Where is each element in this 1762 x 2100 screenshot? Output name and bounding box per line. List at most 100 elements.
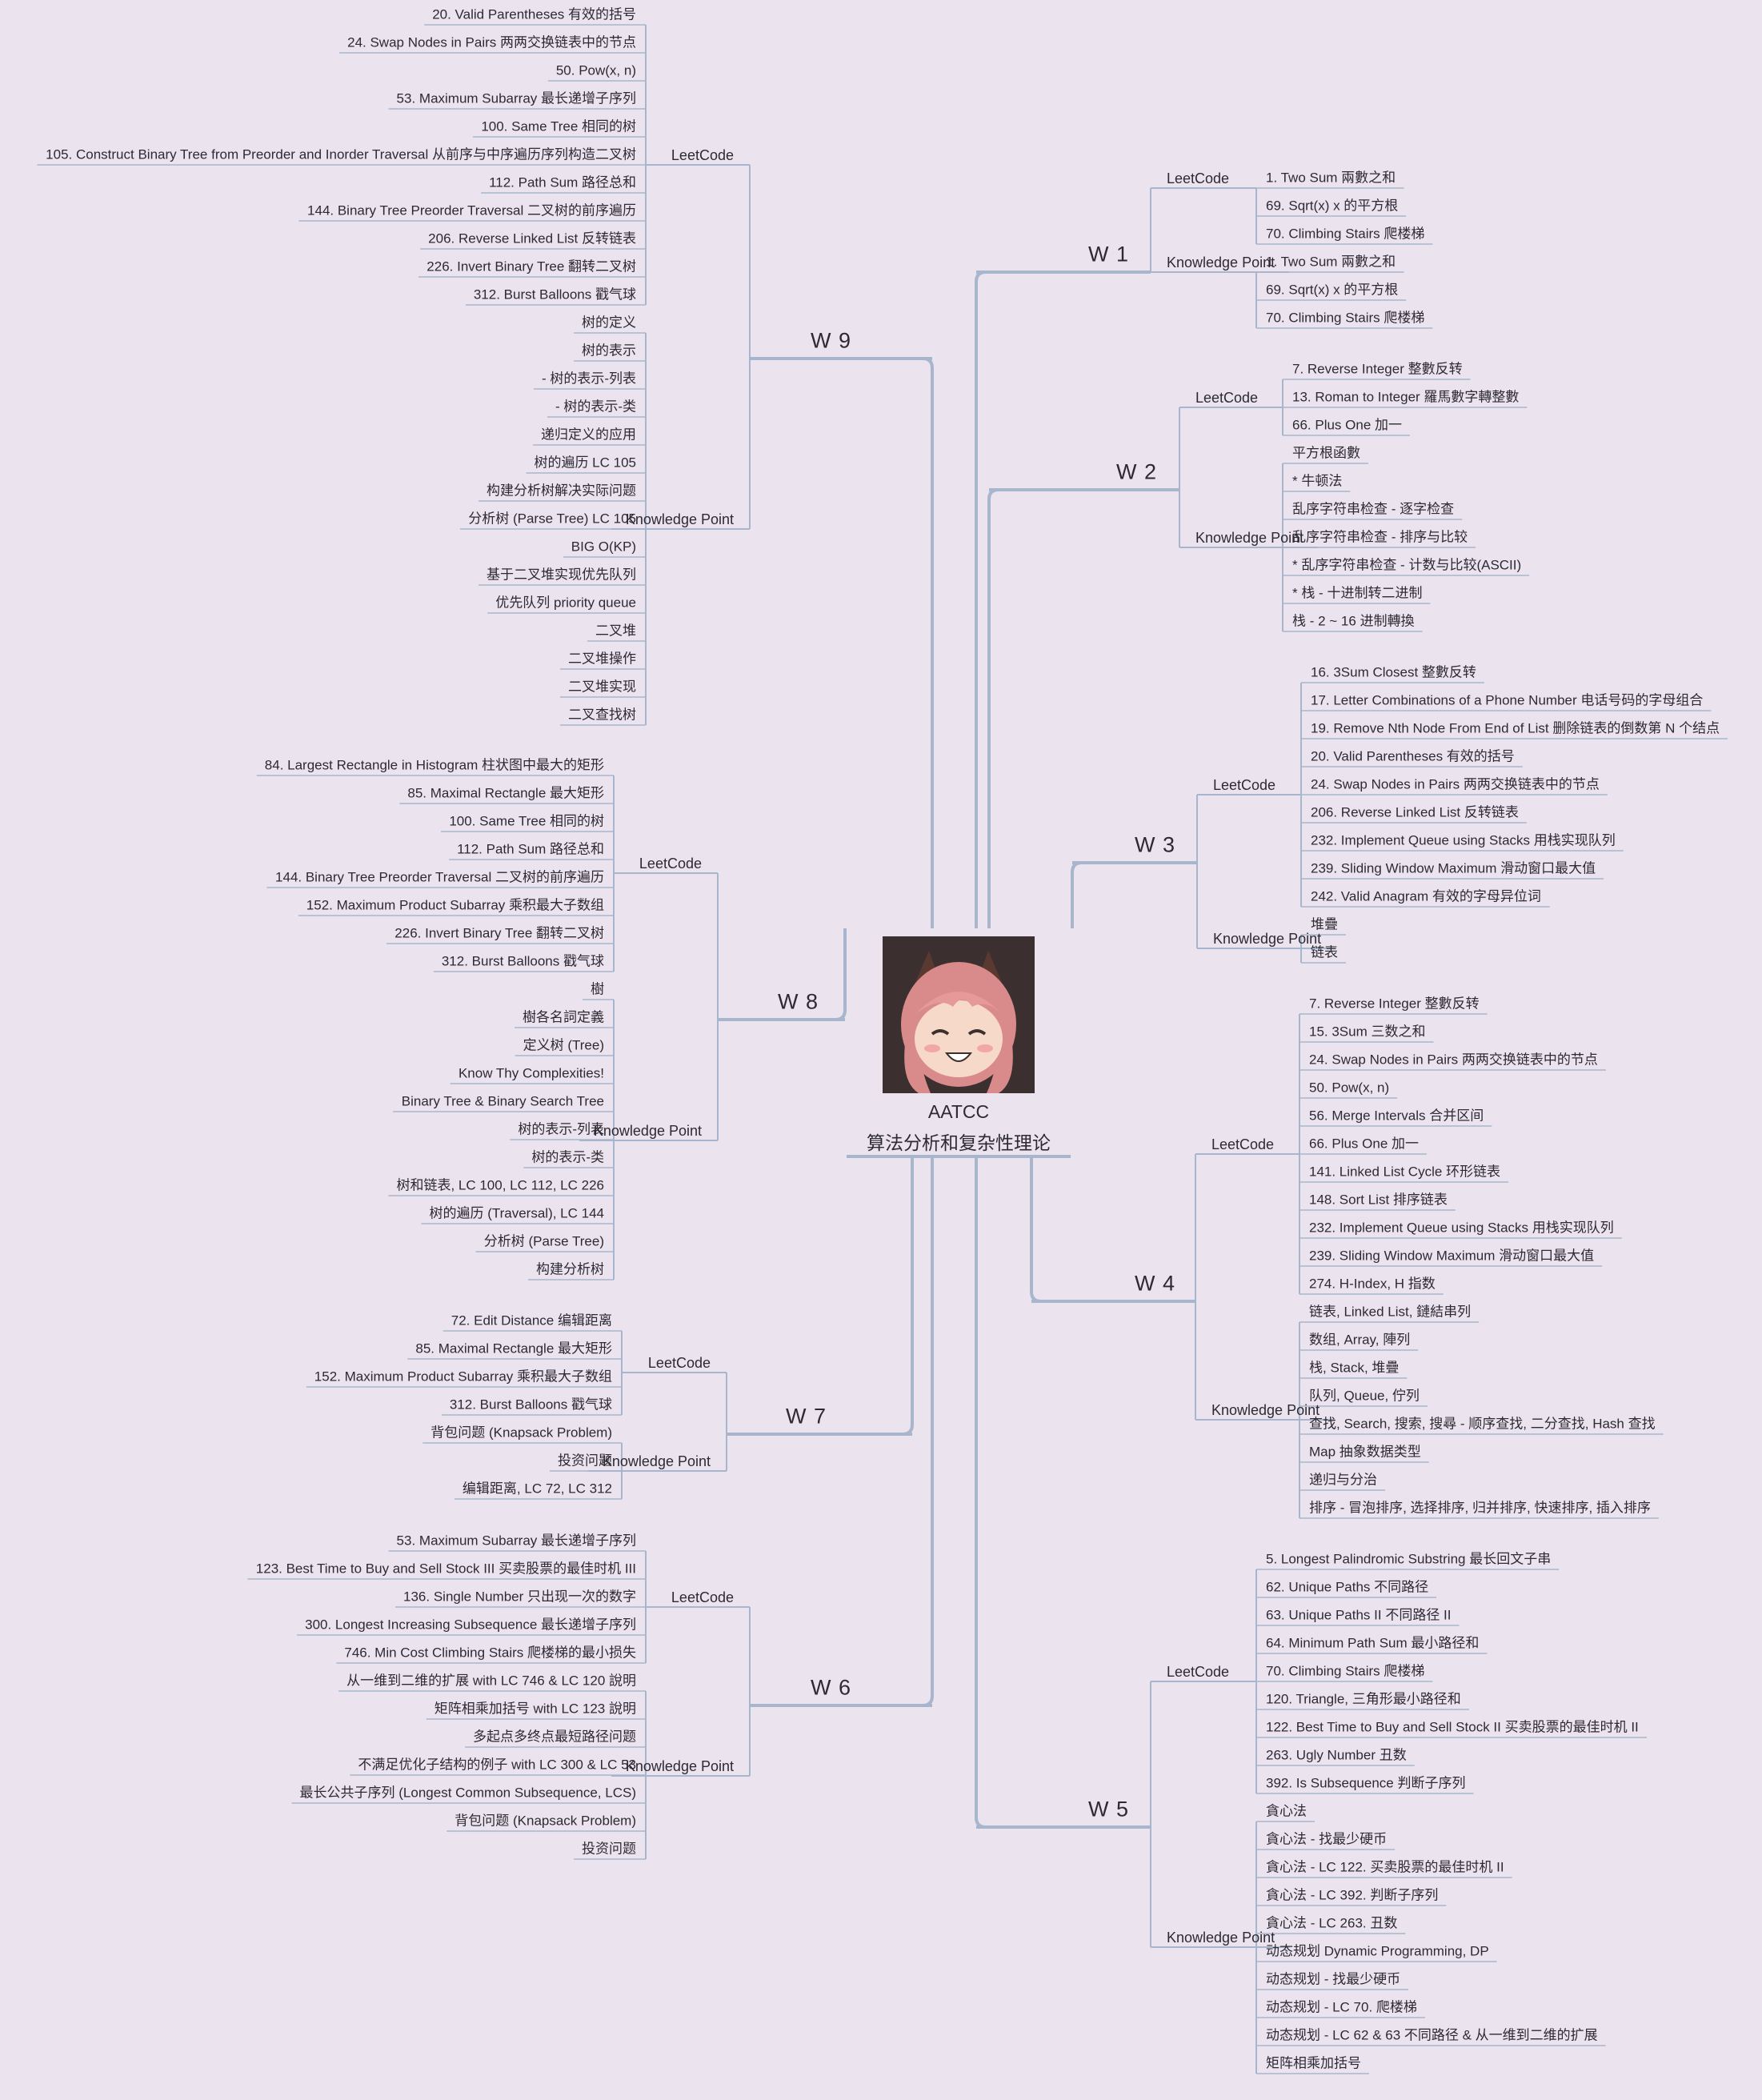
item-leetcode[interactable]: 123. Best Time to Buy and Sell Stock III… xyxy=(255,1561,636,1577)
item-leetcode[interactable]: 53. Maximum Subarray 最长递增子序列 xyxy=(396,1533,636,1549)
item-knowledge[interactable]: * 栈 - 十进制转二进制 xyxy=(1292,585,1423,601)
group-knowledge-point[interactable]: Knowledge Point xyxy=(1167,254,1275,271)
item-knowledge[interactable]: 乱序字符串检查 - 逐字检查 xyxy=(1292,501,1455,517)
item-leetcode[interactable]: 17. Letter Combinations of a Phone Numbe… xyxy=(1311,692,1704,708)
item-knowledge[interactable]: 排序 - 冒泡排序, 选择排序, 归并排序, 快速排序, 插入排序 xyxy=(1309,1500,1651,1516)
item-knowledge[interactable]: Know Thy Complexities! xyxy=(458,1065,604,1081)
item-knowledge[interactable]: * 乱序字符串检查 - 计数与比较(ASCII) xyxy=(1292,557,1522,573)
item-leetcode[interactable]: 746. Min Cost Climbing Stairs 爬楼梯的最小损失 xyxy=(344,1645,636,1661)
item-leetcode[interactable]: 152. Maximum Product Subarray 乘积最大子数组 xyxy=(306,897,604,913)
item-leetcode[interactable]: 20. Valid Parentheses 有效的括号 xyxy=(1311,748,1515,764)
item-knowledge[interactable]: 背包问题 (Knapsack Problem) xyxy=(455,1813,636,1829)
item-knowledge[interactable]: 查找, Search, 搜索, 搜尋 - 顺序查找, 二分查找, Hash 查找 xyxy=(1309,1416,1656,1432)
item-leetcode[interactable]: 300. Longest Increasing Subsequence 最长递增… xyxy=(305,1617,636,1633)
group-knowledge-point[interactable]: Knowledge Point xyxy=(602,1453,711,1469)
item-leetcode[interactable]: 312. Burst Balloons 戳气球 xyxy=(473,287,636,303)
item-leetcode[interactable]: 239. Sliding Window Maximum 滑动窗口最大值 xyxy=(1311,860,1596,876)
item-knowledge[interactable]: 动态规划 - 找最少硬币 xyxy=(1266,1971,1401,1987)
item-leetcode[interactable]: 312. Burst Balloons 戳气球 xyxy=(449,1397,612,1413)
branch-w4[interactable]: W 4 xyxy=(1135,1271,1176,1296)
branch-w6[interactable]: W 6 xyxy=(810,1675,851,1700)
item-knowledge[interactable]: - 树的表示-列表 xyxy=(541,371,636,387)
item-leetcode[interactable]: 19. Remove Nth Node From End of List 删除链… xyxy=(1311,720,1720,736)
item-leetcode[interactable]: 64. Minimum Path Sum 最小路径和 xyxy=(1266,1635,1480,1651)
item-knowledge[interactable]: - 树的表示-类 xyxy=(555,399,636,415)
group-leetcode[interactable]: LeetCode xyxy=(647,1355,711,1371)
item-knowledge[interactable]: 动态规划 Dynamic Programming, DP xyxy=(1266,1943,1489,1959)
branch-w8[interactable]: W 8 xyxy=(777,989,819,1014)
item-knowledge[interactable]: 69. Sqrt(x) x 的平方根 xyxy=(1266,282,1399,298)
branch-w1[interactable]: W 1 xyxy=(1088,242,1130,267)
item-leetcode[interactable]: 24. Swap Nodes in Pairs 两两交换链表中的节点 xyxy=(347,34,636,50)
group-leetcode[interactable]: LeetCode xyxy=(1167,1664,1230,1680)
item-leetcode[interactable]: 242. Valid Anagram 有效的字母异位词 xyxy=(1311,888,1541,904)
item-leetcode[interactable]: 232. Implement Queue using Stacks 用栈实现队列 xyxy=(1309,1220,1614,1236)
group-knowledge-point[interactable]: Knowledge Point xyxy=(1195,530,1304,546)
item-knowledge[interactable]: 基于二叉堆实现优先队列 xyxy=(487,567,636,583)
group-leetcode[interactable]: LeetCode xyxy=(639,856,702,872)
item-knowledge[interactable]: 树和链表, LC 100, LC 112, LC 226 xyxy=(396,1177,604,1193)
item-leetcode[interactable]: 100. Same Tree 相同的树 xyxy=(449,813,604,829)
item-knowledge[interactable]: 分析树 (Parse Tree) LC 105 xyxy=(468,511,636,527)
item-leetcode[interactable]: 144. Binary Tree Preorder Traversal 二叉树的… xyxy=(307,202,636,218)
item-knowledge[interactable]: 优先队列 priority queue xyxy=(495,595,636,611)
item-knowledge[interactable]: 动态规划 - LC 70. 爬楼梯 xyxy=(1266,1999,1417,2015)
item-leetcode[interactable]: 100. Same Tree 相同的树 xyxy=(481,118,636,134)
item-knowledge[interactable]: 貪心法 - LC 263. 丑数 xyxy=(1266,1915,1398,1931)
group-leetcode[interactable]: LeetCode xyxy=(671,147,734,163)
item-leetcode[interactable]: 206. Reverse Linked List 反转链表 xyxy=(1311,804,1519,820)
item-knowledge[interactable]: 貪心法 - 找最少硬币 xyxy=(1266,1831,1388,1847)
item-knowledge[interactable]: 貪心法 - LC 392. 判断子序列 xyxy=(1266,1887,1439,1903)
item-knowledge[interactable]: 树的遍历 LC 105 xyxy=(534,455,636,471)
item-knowledge[interactable]: 栈, Stack, 堆疊 xyxy=(1309,1360,1400,1376)
item-leetcode[interactable]: 392. Is Subsequence 判断子序列 xyxy=(1266,1775,1466,1791)
item-leetcode[interactable]: 274. H-Index, H 指数 xyxy=(1309,1276,1436,1292)
item-knowledge[interactable]: 多起点多终点最短路径问题 xyxy=(473,1729,636,1745)
item-knowledge[interactable]: 最长公共子序列 (Longest Common Subsequence, LCS… xyxy=(299,1785,636,1801)
item-knowledge[interactable]: 栈 - 2 ~ 16 进制轉換 xyxy=(1292,613,1415,629)
item-knowledge[interactable]: 从一维到二维的扩展 with LC 746 & LC 120 說明 xyxy=(346,1673,636,1689)
item-leetcode[interactable]: 148. Sort List 排序链表 xyxy=(1309,1192,1448,1208)
item-knowledge[interactable]: 树的定义 xyxy=(582,315,636,331)
item-knowledge[interactable]: 投资问题 xyxy=(582,1841,636,1857)
item-knowledge[interactable]: 1. Two Sum 兩數之和 xyxy=(1266,254,1396,270)
item-leetcode[interactable]: 84. Largest Rectangle in Histogram 柱状图中最… xyxy=(264,757,604,773)
item-leetcode[interactable]: 72. Edit Distance 编辑距离 xyxy=(451,1312,612,1329)
item-knowledge[interactable]: 分析树 (Parse Tree) xyxy=(483,1233,604,1249)
item-knowledge[interactable]: 链表, Linked List, 鏈結串列 xyxy=(1309,1304,1472,1320)
group-knowledge-point[interactable]: Knowledge Point xyxy=(625,511,734,527)
item-knowledge[interactable]: 树的表示 xyxy=(582,343,636,359)
item-leetcode[interactable]: 16. 3Sum Closest 整數反转 xyxy=(1311,664,1476,680)
item-leetcode[interactable]: 206. Reverse Linked List 反转链表 xyxy=(428,230,636,246)
item-knowledge[interactable]: 队列, Queue, 佇列 xyxy=(1309,1388,1420,1404)
group-knowledge-point[interactable]: Knowledge Point xyxy=(1211,1402,1320,1418)
item-leetcode[interactable]: 53. Maximum Subarray 最长递增子序列 xyxy=(396,90,636,106)
item-knowledge[interactable]: 二叉堆 xyxy=(595,623,636,639)
item-knowledge[interactable]: 链表 xyxy=(1311,944,1338,960)
item-leetcode[interactable]: 226. Invert Binary Tree 翻转二叉树 xyxy=(426,258,636,275)
item-knowledge[interactable]: 樹各名詞定義 xyxy=(523,1009,604,1025)
group-leetcode[interactable]: LeetCode xyxy=(671,1589,734,1605)
item-knowledge[interactable]: 动态规划 - LC 62 & 63 不同路径 & 从一维到二维的扩展 xyxy=(1266,2027,1598,2043)
item-leetcode[interactable]: 7. Reverse Integer 整數反转 xyxy=(1292,361,1463,377)
item-knowledge[interactable]: 编辑距离, LC 72, LC 312 xyxy=(462,1481,612,1497)
item-knowledge[interactable]: 递归定义的应用 xyxy=(541,427,636,443)
group-knowledge-point[interactable]: Knowledge Point xyxy=(1167,1930,1275,1946)
item-knowledge[interactable]: 乱序字符串检查 - 排序与比较 xyxy=(1292,529,1468,545)
item-leetcode[interactable]: 5. Longest Palindromic Substring 最长回文子串 xyxy=(1266,1551,1552,1567)
item-leetcode[interactable]: 312. Burst Balloons 戳气球 xyxy=(441,953,604,969)
item-leetcode[interactable]: 112. Path Sum 路径总和 xyxy=(489,174,636,190)
item-knowledge[interactable]: 递归与分治 xyxy=(1309,1472,1377,1488)
item-leetcode[interactable]: 152. Maximum Product Subarray 乘积最大子数组 xyxy=(314,1369,612,1385)
item-leetcode[interactable]: 7. Reverse Integer 整數反转 xyxy=(1309,996,1480,1012)
item-leetcode[interactable]: 136. Single Number 只出现一次的数字 xyxy=(403,1589,636,1605)
item-leetcode[interactable]: 70. Climbing Stairs 爬楼梯 xyxy=(1266,226,1425,242)
item-leetcode[interactable]: 62. Unique Paths 不同路径 xyxy=(1266,1579,1429,1595)
item-knowledge[interactable]: 不满足优化子结构的例子 with LC 300 & LC 53 xyxy=(358,1757,636,1773)
item-knowledge[interactable]: 背包问题 (Knapsack Problem) xyxy=(430,1425,612,1441)
item-knowledge[interactable]: 70. Climbing Stairs 爬楼梯 xyxy=(1266,310,1425,326)
item-knowledge[interactable]: 矩阵相乘加括号 xyxy=(1266,2055,1361,2071)
item-knowledge[interactable]: 貪心法 - LC 122. 买卖股票的最佳时机 II xyxy=(1266,1859,1504,1875)
branch-w7[interactable]: W 7 xyxy=(785,1404,827,1429)
item-leetcode[interactable]: 1. Two Sum 兩數之和 xyxy=(1266,170,1396,186)
